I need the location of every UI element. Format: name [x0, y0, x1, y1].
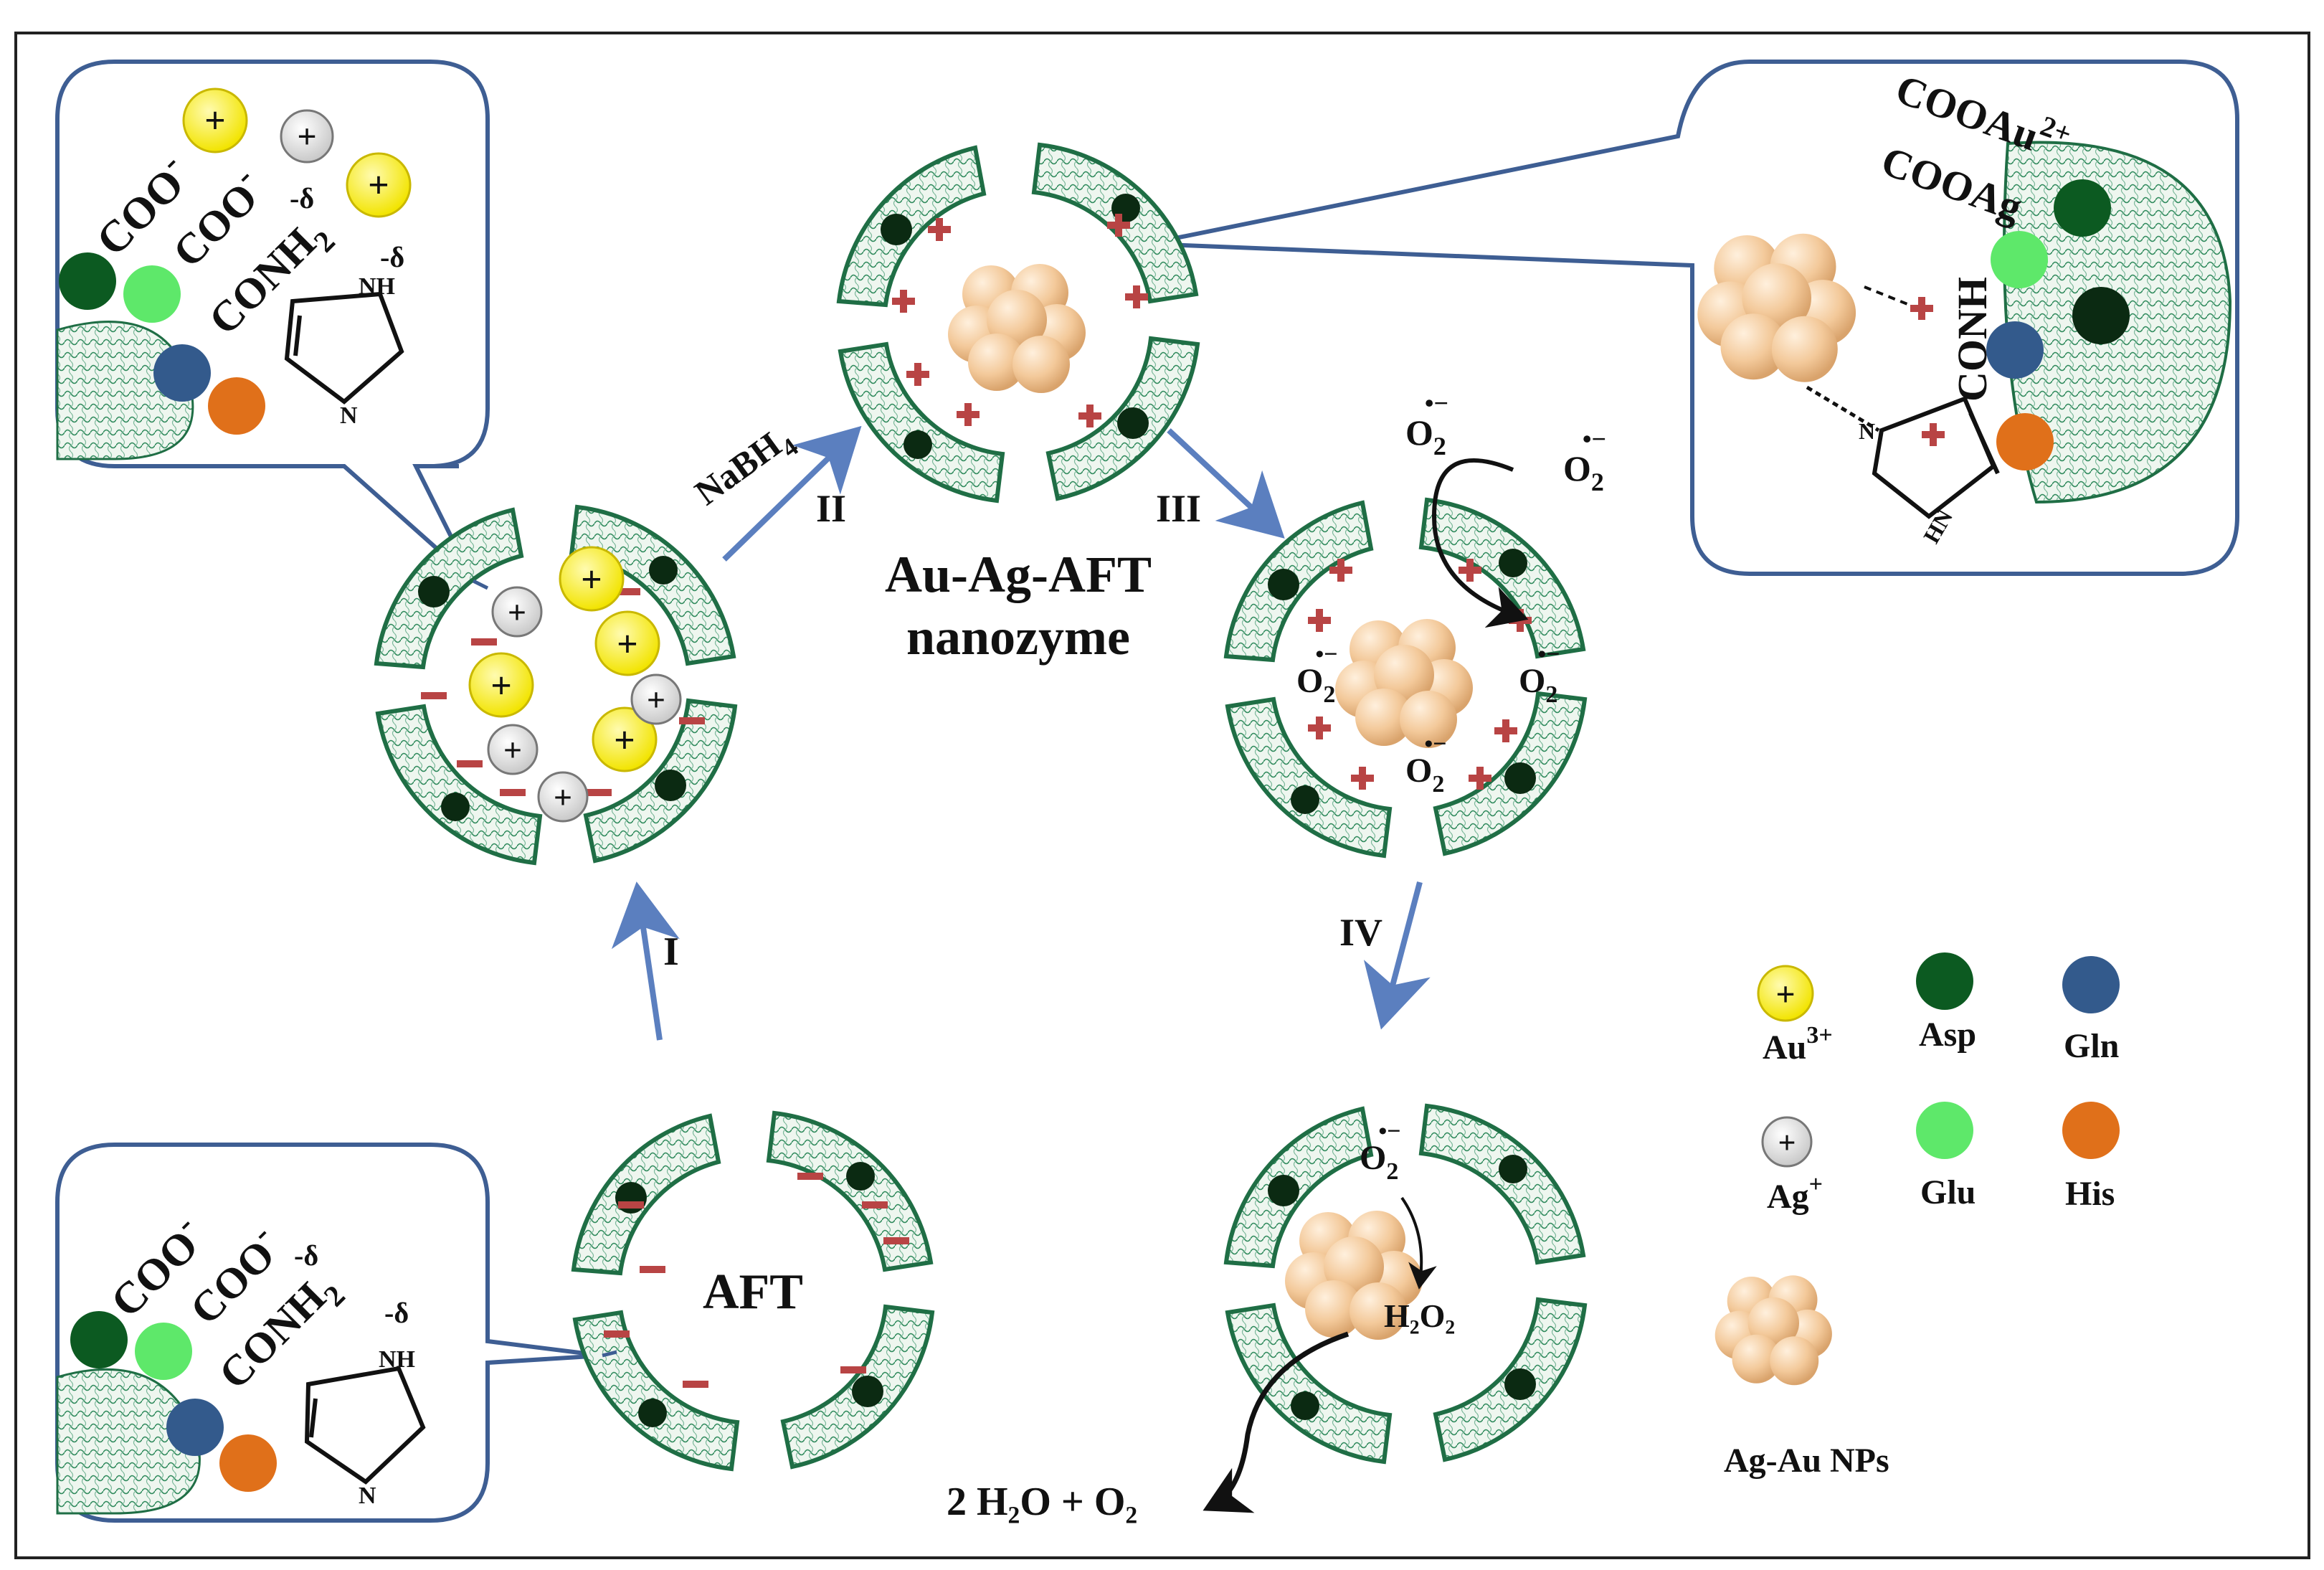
h2o2-label: H₂O₂ — [1384, 1297, 1455, 1334]
glu-residue — [1991, 231, 2048, 288]
svg-text:+: + — [614, 720, 635, 761]
svg-text:+: + — [508, 594, 526, 630]
imidazole-ring-2 — [1872, 396, 2000, 519]
svg-text:+: + — [204, 100, 226, 141]
ag-ion: + — [280, 109, 334, 164]
n-label: N — [340, 402, 358, 429]
decomposition-arrow — [1203, 1331, 1350, 1513]
au-ion: + — [346, 152, 412, 218]
legend-ag-label: Ag — [1767, 1178, 1809, 1216]
delta-label: -δ — [294, 1239, 318, 1272]
inset-topleft: COO- COO- -δ CONH2 NH N -δ + + + — [55, 60, 490, 583]
gln-residue — [166, 1399, 224, 1456]
his-residue — [219, 1434, 277, 1492]
imidazole-ring — [304, 1366, 426, 1485]
svg-text:O2•−: O2•− — [1296, 641, 1338, 708]
svg-text:+: + — [297, 118, 316, 156]
svg-text:+: + — [554, 779, 572, 815]
nh-label: NH — [379, 1346, 415, 1373]
gln-residue — [1986, 321, 2044, 379]
to-h2o2-arrow — [1400, 1196, 1437, 1290]
svg-text:Au3+: Au3+ — [1763, 1022, 1833, 1067]
step-iii-label: III — [1156, 487, 1201, 530]
delta-label: -δ — [290, 182, 314, 214]
legend-au: + — [1757, 965, 1814, 1022]
delta-label-2: -δ — [384, 1297, 409, 1329]
nanozyme-h2o2 — [1226, 1106, 1585, 1462]
aft-label: AFT — [703, 1264, 803, 1320]
legend-gln-label: Gln — [2064, 1027, 2119, 1065]
legend-gln-swatch — [2062, 956, 2120, 1013]
step-i-label: I — [663, 930, 679, 974]
legend-np-icon — [1714, 1275, 1832, 1386]
svg-text:+: + — [581, 559, 602, 600]
svg-text:O2•−: O2•− — [1360, 1118, 1401, 1185]
step-arrows — [611, 425, 1431, 1041]
svg-text:+: + — [490, 666, 512, 706]
svg-text:O2•−: O2•− — [1405, 389, 1448, 460]
conh-label: CONH — [1949, 277, 1996, 402]
svg-text:Ag+: Ag+ — [1767, 1171, 1823, 1216]
asp-residue — [59, 252, 116, 310]
inset-connectors — [472, 579, 617, 1358]
svg-text:+: + — [647, 681, 665, 718]
nabh4-label: NaBH — [688, 424, 789, 513]
legend-his-label: His — [2065, 1175, 2115, 1213]
superoxide-labels: O2•− O2•− O2•− O2•− O2•− O2•− — [1296, 389, 1606, 1185]
svg-text:+: + — [1775, 975, 1795, 1013]
aft-cage: AFT — [574, 1113, 932, 1469]
svg-text:+: + — [503, 732, 522, 768]
delta-label-2: -δ — [380, 241, 404, 273]
nh-label: NH — [359, 273, 395, 300]
step-ii-label: II — [816, 487, 846, 530]
legend-glu-swatch — [1916, 1102, 1973, 1159]
legend-glu-label: Glu — [1920, 1173, 1976, 1211]
svg-text:O2•−: O2•− — [1519, 641, 1560, 708]
dismutation-arrow — [1431, 458, 1529, 628]
n-label: N — [359, 1482, 376, 1509]
legend-asp-label: Asp — [1919, 1016, 1976, 1054]
step-iv-label: IV — [1339, 911, 1382, 954]
gln-residue — [153, 344, 211, 402]
nanozyme-title-1: Au-Ag-AFT — [885, 546, 1152, 603]
aft-ion-loaded: + + + + + + + + — [376, 507, 735, 863]
legend-np-label: Ag-Au NPs — [1724, 1442, 1889, 1480]
svg-text:+: + — [368, 165, 389, 206]
au-ion: + — [182, 88, 248, 153]
asp-residue — [70, 1311, 128, 1368]
his-residue — [208, 377, 265, 435]
imidazole-ring — [284, 291, 404, 405]
glu-residue — [123, 265, 181, 323]
figure-frame — [14, 32, 2310, 1559]
svg-text:O2•−: O2•− — [1405, 731, 1447, 798]
nanozyme-cage — [839, 145, 1197, 501]
product-label: 2 H₂O + O₂ — [947, 1480, 1137, 1524]
n-label: N — [1859, 418, 1875, 444]
legend-his-swatch — [2062, 1102, 2120, 1159]
inset-topright: COOAu2+ COOAg CONH N HN — [1147, 60, 2239, 576]
legend-ag: + — [1761, 1116, 1813, 1168]
legend-asp-swatch — [1916, 952, 1973, 1010]
legend-au-label: Au — [1763, 1028, 1806, 1067]
svg-text:+: + — [617, 624, 638, 665]
glu-residue — [135, 1323, 192, 1380]
inset-bottomleft: COO- COO- -δ CONH2 NH N -δ — [55, 1143, 603, 1523]
svg-text:O2•−: O2•− — [1563, 425, 1606, 496]
nanozyme-title-2: nanozyme — [906, 608, 1130, 666]
legend: + Au3+ Asp Gln + Ag+ Glu His Ag-Au NPs — [1714, 952, 2120, 1480]
svg-text:+: + — [1778, 1125, 1796, 1160]
asp-residue — [2054, 179, 2111, 237]
his-residue — [1996, 413, 2054, 470]
svg-text:NaBH4: NaBH4 — [688, 417, 804, 519]
